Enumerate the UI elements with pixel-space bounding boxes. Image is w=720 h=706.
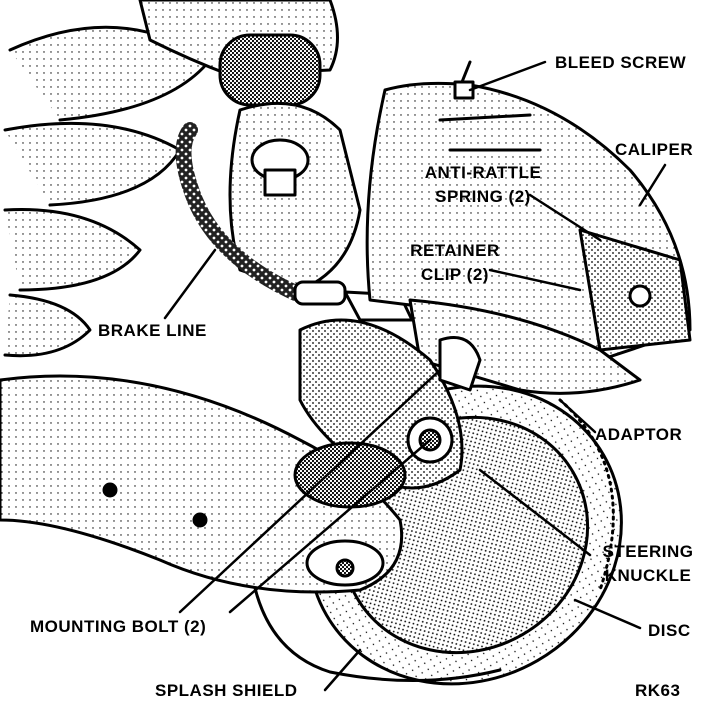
brake-line-hose bbox=[175, 122, 308, 303]
leader-mounting-a bbox=[178, 368, 442, 614]
leader-brake-line bbox=[163, 248, 217, 320]
lower-control-arm bbox=[0, 374, 407, 594]
figure-code: RK63 bbox=[635, 681, 681, 700]
upper-bushing bbox=[218, 33, 322, 107]
leader-bleed-screw bbox=[468, 60, 547, 92]
leader-disc bbox=[573, 598, 642, 630]
leader-caliper bbox=[638, 163, 667, 207]
leader-mounting-b bbox=[228, 438, 432, 614]
leader-lines bbox=[163, 60, 667, 692]
label-bleed-screw: BLEED SCREW bbox=[555, 53, 687, 72]
leader-splash bbox=[323, 648, 362, 692]
label-adaptor: ADAPTOR bbox=[595, 425, 683, 444]
leader-adaptor bbox=[558, 398, 597, 434]
label-steering-line1: STEERING bbox=[602, 542, 694, 561]
label-brake-line: BRAKE LINE bbox=[98, 321, 207, 340]
label-retainer-line2: CLIP (2) bbox=[421, 265, 489, 284]
label-retainer-line1: RETAINER bbox=[410, 241, 500, 260]
label-caliper: CALIPER bbox=[615, 140, 694, 159]
splash-shield bbox=[248, 558, 502, 682]
label-anti-rattle-line2: SPRING (2) bbox=[435, 187, 531, 206]
bleed-screw bbox=[453, 60, 475, 100]
leader-anti-rattle bbox=[528, 193, 602, 242]
label-steering-line2: KNUCKLE bbox=[604, 566, 692, 585]
leader-retainer bbox=[488, 268, 582, 292]
leader-steering bbox=[478, 468, 592, 557]
caliper-body bbox=[365, 81, 692, 362]
label-splash-shield: SPLASH SHIELD bbox=[155, 681, 298, 700]
label-anti-rattle-line1: ANTI-RATTLE bbox=[424, 163, 542, 182]
label-disc: DISC bbox=[648, 621, 691, 640]
label-mounting-bolt: MOUNTING BOLT (2) bbox=[30, 617, 207, 636]
coil-spring bbox=[3, 25, 212, 358]
